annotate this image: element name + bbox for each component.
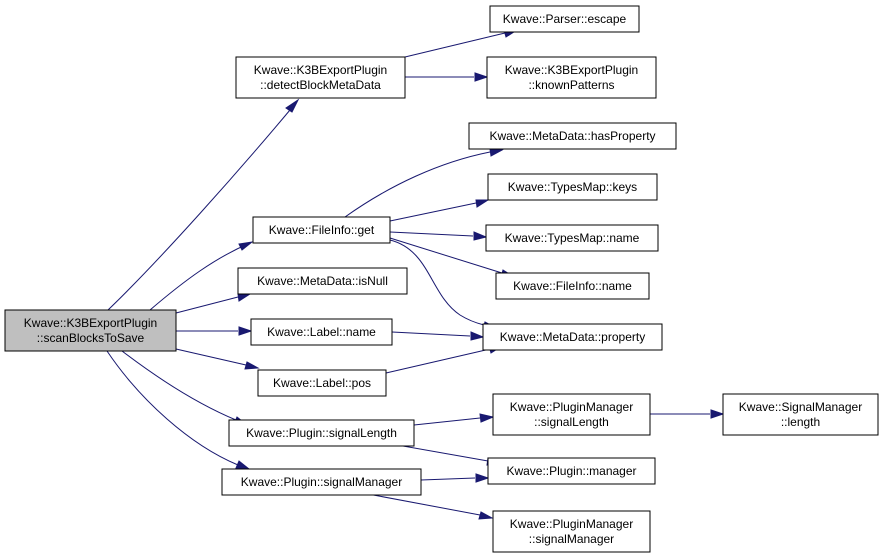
node-label: ::scanBlocksToSave xyxy=(37,331,145,345)
edge-psigman-pmsigman xyxy=(367,493,481,516)
node-box xyxy=(486,56,657,99)
node-pmsiglen[interactable]: Kwave::PluginManager::signalLength xyxy=(492,393,651,436)
node-label: Kwave::Parser::escape xyxy=(503,12,627,26)
node-box xyxy=(485,224,659,252)
node-root[interactable]: Kwave::K3BExportPlugin::scanBlocksToSave xyxy=(4,309,177,352)
node-box xyxy=(722,393,879,436)
edge-figet-hasprop xyxy=(344,151,491,218)
node-label: Kwave::Plugin::manager xyxy=(506,464,636,478)
edge-root-isnull-arrow xyxy=(237,293,252,302)
edge-lblpos-property xyxy=(385,348,491,374)
edge-root-psigman-arrow xyxy=(235,460,251,470)
node-label: ::signalManager xyxy=(529,532,614,546)
node-box xyxy=(228,419,415,447)
node-label: Kwave::PluginManager xyxy=(510,400,633,414)
node-pmsigman[interactable]: Kwave::PluginManager::signalManager xyxy=(492,510,651,553)
edge-root-figet xyxy=(149,242,251,311)
node-label: Kwave::K3BExportPlugin xyxy=(24,316,157,330)
node-box xyxy=(237,267,408,295)
edge-detect-known-arrow xyxy=(474,72,489,82)
edge-psigman-pmanager xyxy=(420,477,476,481)
node-label: Kwave::Label::pos xyxy=(273,376,371,390)
node-box xyxy=(235,56,406,99)
edge-root-lblpos-arrow xyxy=(244,361,260,370)
node-label: Kwave::PluginManager xyxy=(510,517,633,531)
node-keys[interactable]: Kwave::TypesMap::keys xyxy=(487,173,658,201)
node-box xyxy=(221,468,422,496)
edge-figet-tmname-arrow xyxy=(473,231,488,241)
node-label: Kwave::FileInfo::name xyxy=(513,279,632,293)
node-box xyxy=(487,457,656,485)
edge-lblname-property-arrow xyxy=(470,331,485,341)
node-figet[interactable]: Kwave::FileInfo::get xyxy=(252,216,391,244)
node-box xyxy=(4,309,177,352)
node-label: Kwave::FileInfo::get xyxy=(269,223,375,237)
edge-root-detect-arrow xyxy=(285,98,300,113)
edge-psigman-pmsigman-arrow xyxy=(478,511,494,520)
node-box xyxy=(468,122,677,150)
node-property[interactable]: Kwave::MetaData::property xyxy=(482,323,663,351)
edge-root-psigman xyxy=(106,350,239,466)
node-label: Kwave::MetaData::isNull xyxy=(257,274,388,288)
node-label: ::length xyxy=(781,415,820,429)
node-label: ::signalLength xyxy=(534,415,609,429)
edge-lblname-property xyxy=(391,331,471,337)
node-box xyxy=(250,318,393,346)
node-label: Kwave::Label::name xyxy=(267,325,376,339)
edge-figet-hasprop-arrow xyxy=(489,148,504,157)
node-detect[interactable]: Kwave::K3BExportPlugin::detectBlockMetaD… xyxy=(235,56,406,99)
edge-figet-property xyxy=(389,239,485,326)
node-box xyxy=(482,323,663,351)
edge-detect-escape xyxy=(404,32,506,58)
edge-figet-tmname xyxy=(389,231,474,237)
node-escape[interactable]: Kwave::Parser::escape xyxy=(489,5,640,33)
node-lblname[interactable]: Kwave::Label::name xyxy=(250,318,393,346)
edge-psigman-pmanager-arrow xyxy=(475,473,490,483)
node-label: Kwave::MetaData::hasProperty xyxy=(489,129,655,143)
node-label: Kwave::K3BExportPlugin xyxy=(505,63,638,77)
node-box xyxy=(257,369,387,397)
node-box xyxy=(495,272,650,300)
node-box xyxy=(492,393,651,436)
edge-psiglen-pmsiglen-arrow xyxy=(479,413,495,423)
node-smlen[interactable]: Kwave::SignalManager::length xyxy=(722,393,879,436)
node-label: ::knownPatterns xyxy=(528,78,614,92)
node-known[interactable]: Kwave::K3BExportPlugin::knownPatterns xyxy=(486,56,657,99)
node-hasprop[interactable]: Kwave::MetaData::hasProperty xyxy=(468,122,677,150)
edge-figet-keys-arrow xyxy=(475,199,490,208)
node-label: Kwave::Plugin::signalLength xyxy=(246,426,397,440)
node-label: Kwave::K3BExportPlugin xyxy=(254,63,387,77)
node-psiglen[interactable]: Kwave::Plugin::signalLength xyxy=(228,419,415,447)
edge-pmsiglen-smlen-arrow xyxy=(710,409,725,419)
node-label: Kwave::Plugin::signalManager xyxy=(241,475,402,489)
node-label: Kwave::SignalManager xyxy=(739,400,862,414)
node-label: Kwave::TypesMap::name xyxy=(505,231,640,245)
nodes-layer: Kwave::K3BExportPlugin::scanBlocksToSave… xyxy=(4,5,879,553)
node-box xyxy=(489,5,640,33)
node-label: Kwave::TypesMap::keys xyxy=(508,180,637,194)
node-label: ::detectBlockMetaData xyxy=(260,78,381,92)
edge-root-isnull xyxy=(175,296,239,314)
edge-root-lblname-arrow xyxy=(238,326,253,336)
node-box xyxy=(492,510,651,553)
node-box xyxy=(252,216,391,244)
edge-figet-finame xyxy=(389,237,503,274)
node-tmname[interactable]: Kwave::TypesMap::name xyxy=(485,224,659,252)
edge-root-psiglen xyxy=(121,350,237,421)
node-box xyxy=(487,173,658,201)
edge-root-detect xyxy=(107,103,296,311)
edge-figet-keys xyxy=(389,202,477,222)
edge-root-lblpos xyxy=(175,348,247,366)
edge-psiglen-pmsiglen xyxy=(413,417,481,426)
node-isnull[interactable]: Kwave::MetaData::isNull xyxy=(237,267,408,295)
node-finame[interactable]: Kwave::FileInfo::name xyxy=(495,272,650,300)
node-psigman[interactable]: Kwave::Plugin::signalManager xyxy=(221,468,422,496)
node-lblpos[interactable]: Kwave::Label::pos xyxy=(257,369,387,397)
node-pmanager[interactable]: Kwave::Plugin::manager xyxy=(487,457,656,485)
edge-root-figet-arrow xyxy=(238,241,254,251)
node-label: Kwave::MetaData::property xyxy=(500,330,645,344)
